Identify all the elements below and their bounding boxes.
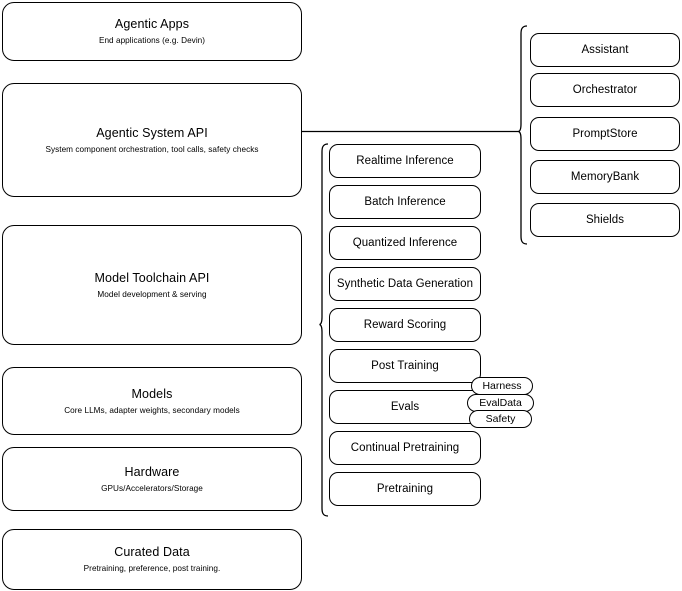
layer-subtitle: Pretraining, preference, post training. — [83, 564, 221, 573]
layer-subtitle: End applications (e.g. Devin) — [98, 36, 206, 45]
layer-subtitle: Model development & serving — [97, 289, 207, 299]
layer-title: Agentic Apps — [114, 17, 190, 31]
component-label: Orchestrator — [572, 84, 638, 96]
pill-label: Harness — [482, 380, 522, 392]
layer-subtitle: System component orchestration, tool cal… — [45, 144, 259, 154]
component-label: Assistant — [581, 44, 629, 56]
layer-box-agentic-apps[interactable]: Agentic Apps End applications (e.g. Devi… — [2, 2, 302, 61]
capability-label: Evals — [390, 401, 420, 413]
capability-label: Continual Pretraining — [350, 442, 460, 454]
capability-label: Reward Scoring — [363, 319, 447, 331]
layer-subtitle: GPUs/Accelerators/Storage — [101, 483, 203, 493]
component-box-orchestrator[interactable]: Orchestrator — [530, 73, 680, 107]
component-label: Shields — [585, 214, 625, 226]
brace-system-components — [518, 25, 528, 245]
pill-harness[interactable]: Harness — [471, 377, 533, 395]
capability-box-post-training[interactable]: Post Training — [329, 349, 481, 383]
pill-label: Safety — [485, 413, 516, 425]
capability-box-batch-inference[interactable]: Batch Inference — [329, 185, 481, 219]
capability-label: Realtime Inference — [356, 155, 454, 167]
capability-box-reward-scoring[interactable]: Reward Scoring — [329, 308, 481, 342]
capability-box-pretraining[interactable]: Pretraining — [329, 472, 481, 506]
capability-box-synthetic-data-generation[interactable]: Synthetic Data Generation — [329, 267, 481, 301]
layer-title: Model Toolchain API — [94, 270, 210, 285]
capability-box-continual-pretraining[interactable]: Continual Pretraining — [329, 431, 481, 465]
capability-label: Synthetic Data Generation — [336, 278, 474, 290]
capability-box-quantized-inference[interactable]: Quantized Inference — [329, 226, 481, 260]
component-box-assistant[interactable]: Assistant — [530, 33, 680, 67]
layer-box-model-toolchain-api[interactable]: Model Toolchain API Model development & … — [2, 225, 302, 345]
pill-label: EvalData — [479, 397, 522, 409]
layer-title: Hardware — [124, 464, 180, 479]
component-box-shields[interactable]: Shields — [530, 203, 680, 237]
layer-box-models[interactable]: Models Core LLMs, adapter weights, secon… — [2, 367, 302, 435]
pill-safety[interactable]: Safety — [469, 410, 532, 428]
component-box-memorybank[interactable]: MemoryBank — [530, 160, 680, 194]
layer-title: Agentic System API — [96, 125, 208, 140]
layer-box-curated-data[interactable]: Curated Data Pretraining, preference, po… — [2, 529, 302, 590]
brace-toolchain-capabilities — [319, 143, 329, 517]
component-label: MemoryBank — [570, 171, 640, 183]
layer-title: Curated Data — [114, 545, 190, 559]
component-label: PromptStore — [572, 128, 638, 140]
capability-box-realtime-inference[interactable]: Realtime Inference — [329, 144, 481, 178]
component-box-promptstore[interactable]: PromptStore — [530, 117, 680, 151]
capability-label: Quantized Inference — [352, 237, 458, 249]
capability-label: Pretraining — [376, 483, 434, 495]
layer-subtitle: Core LLMs, adapter weights, secondary mo… — [64, 405, 240, 415]
capability-box-evals[interactable]: Evals — [329, 390, 481, 424]
capability-label: Post Training — [371, 360, 439, 372]
capability-label: Batch Inference — [364, 196, 446, 208]
layer-title: Models — [131, 386, 173, 401]
layer-box-hardware[interactable]: Hardware GPUs/Accelerators/Storage — [2, 447, 302, 511]
layer-box-agentic-system-api[interactable]: Agentic System API System component orch… — [2, 83, 302, 197]
